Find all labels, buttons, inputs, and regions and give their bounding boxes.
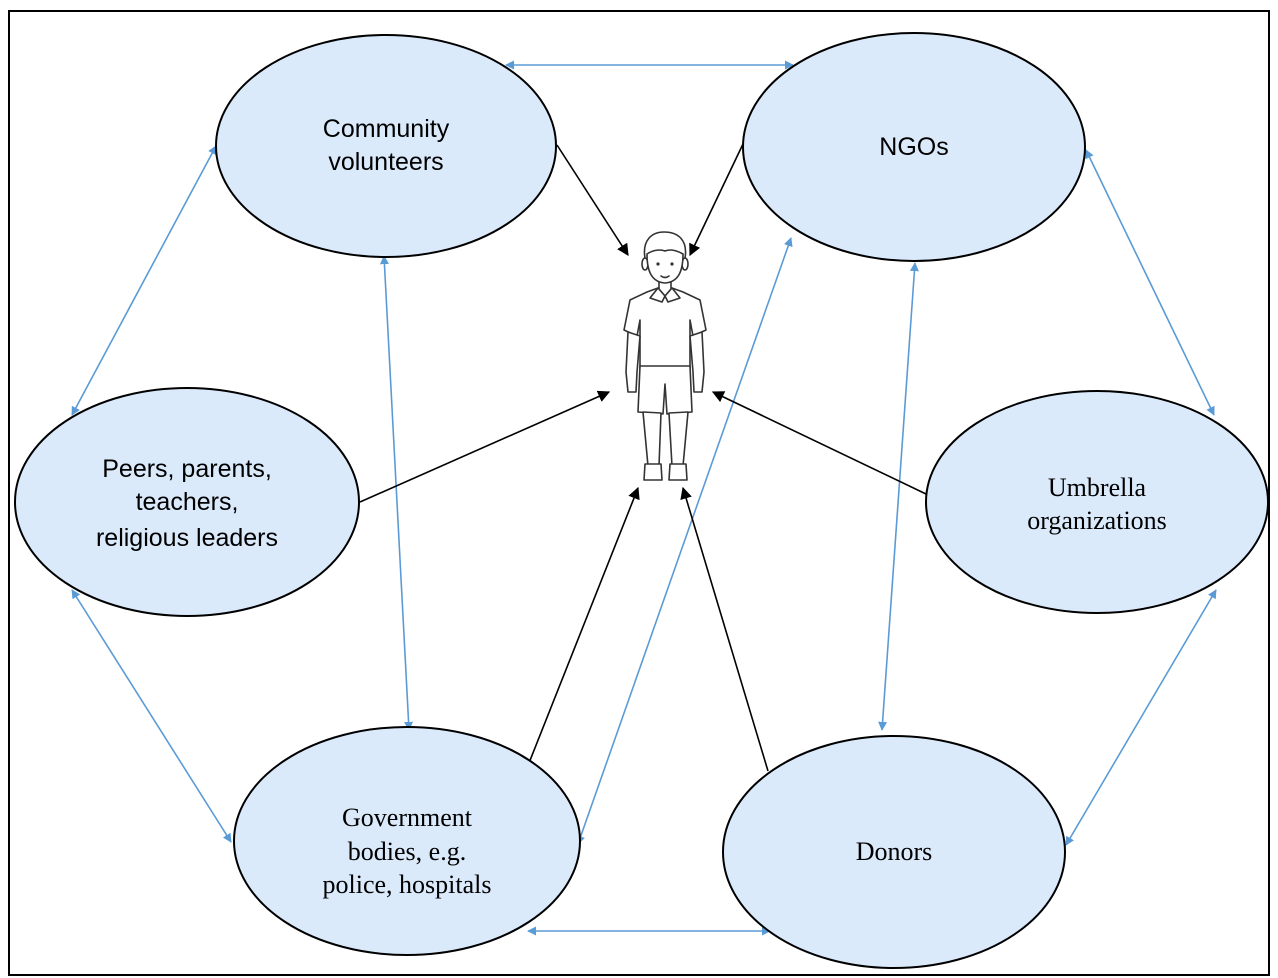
node-label-line: Peers, parents,: [102, 455, 272, 483]
inter-organization-links: [71, 60, 1217, 936]
node-label-line: volunteers: [328, 148, 443, 176]
child-figure-icon: [623, 231, 707, 481]
node-peers-parents-teachers: Peers, parents, teachers, religious lead…: [14, 387, 360, 617]
node-community-volunteers: Community volunteers: [215, 34, 557, 258]
link-ngos-umbrella: [1085, 149, 1215, 416]
arrow-ngos-child: [689, 143, 744, 257]
arrow-peers-child: [359, 390, 611, 503]
node-label-line: Donors: [856, 837, 933, 866]
link-peers-government: [71, 589, 232, 843]
arrow-donors-child: [680, 486, 769, 772]
node-label-line: teachers,: [136, 488, 239, 516]
node-label-line: religious leaders: [96, 524, 278, 552]
node-government-bodies: Government bodies, e.g. police, hospital…: [233, 726, 581, 956]
link-ngos-donors: [878, 262, 919, 731]
node-ngos: NGOs: [742, 32, 1086, 262]
child-links: [359, 143, 927, 772]
arrow-community-child: [556, 144, 629, 257]
link-umbrella-donors: [1065, 589, 1217, 846]
link-community-government: [379, 255, 414, 731]
arrow-government-child: [526, 486, 640, 769]
node-label-line: Community: [323, 115, 450, 143]
node-label-line: NGOs: [879, 133, 948, 161]
node-donors: Donors: [722, 735, 1066, 969]
node-umbrella-organizations: Umbrella organizations: [925, 390, 1269, 614]
node-label-line: bodies, e.g.: [348, 837, 466, 866]
link-ngos-government: [576, 237, 793, 845]
arrow-umbrella-child: [711, 391, 927, 495]
node-label-line: Government: [342, 803, 473, 832]
link-community-peers: [71, 145, 217, 416]
node-label-line: organizations: [1027, 506, 1167, 535]
node-label-line: police, hospitals: [323, 870, 492, 899]
node-label-line: Umbrella: [1048, 473, 1147, 502]
